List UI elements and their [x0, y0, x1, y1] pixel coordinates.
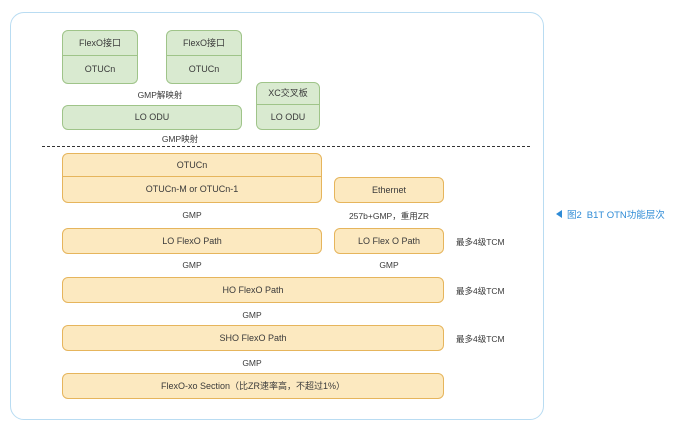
- ho-flexo-path-label: HO FlexO Path: [222, 284, 284, 295]
- lo-odu-box: LO ODU: [62, 105, 242, 130]
- lo-flexo-path-label: LO FlexO Path: [162, 235, 222, 246]
- figure-caption: 图2 B1T OTN功能层次: [556, 207, 665, 221]
- flexo-interface-label-2: FlexO接口: [182, 37, 225, 48]
- otucn-box-2: OTUCn: [166, 56, 242, 84]
- gmp-map-label: GMP映射: [161, 134, 199, 144]
- flexo-interface-box-2: FlexO接口: [166, 30, 242, 56]
- flexo-xo-section-label: FlexO-xo Section（比ZR速率高，不超过1%）: [160, 380, 346, 391]
- otucn-box-1: OTUCn: [62, 56, 138, 84]
- ho-flexo-path-box: HO FlexO Path: [62, 277, 444, 303]
- otucn-m-label: OTUCn-M or OTUCn-1: [145, 184, 239, 195]
- ethernet-box: Ethernet: [334, 177, 444, 203]
- sho-flexo-path-box: SHO FlexO Path: [62, 325, 444, 351]
- otucn-label-2: OTUCn: [188, 64, 220, 75]
- otucn-m-box: OTUCn-M or OTUCn-1: [62, 177, 322, 203]
- caption-text: B1T OTN功能层次: [586, 210, 665, 221]
- gmp-label-4: GMP: [242, 310, 262, 320]
- gmp-label-1: GMP: [182, 210, 202, 220]
- tcm-label-1: 最多4级TCM: [456, 237, 505, 247]
- caption-triangle-icon: [556, 210, 562, 218]
- flexo-xo-section-box: FlexO-xo Section（比ZR速率高，不超过1%）: [62, 373, 444, 399]
- lo-odu-label: LO ODU: [134, 112, 170, 123]
- lo-flex-o-path-box: LO Flex O Path: [334, 228, 444, 254]
- lo-flexo-path-box: LO FlexO Path: [62, 228, 322, 254]
- gmp-label-5: GMP: [242, 358, 262, 368]
- lo-flex-o-path-label: LO Flex O Path: [357, 235, 421, 246]
- gmp-label-2: GMP: [182, 260, 202, 270]
- ethernet-adaptation-label: 257b+GMP，重用ZR: [348, 211, 430, 221]
- flexo-interface-box-1: FlexO接口: [62, 30, 138, 56]
- xc-lo-odu-label: LO ODU: [270, 111, 306, 122]
- sho-flexo-path-label: SHO FlexO Path: [219, 332, 287, 343]
- flexo-interface-label-1: FlexO接口: [78, 37, 121, 48]
- ethernet-label: Ethernet: [371, 184, 407, 195]
- layer-separator: [42, 146, 530, 147]
- xc-lo-odu-box: LO ODU: [256, 105, 320, 130]
- caption-number: 图2: [567, 210, 582, 221]
- otucn-label-1: OTUCn: [84, 64, 116, 75]
- gmp-demap-label: GMP解映射: [137, 90, 183, 100]
- xc-board-box: XC交叉板: [256, 82, 320, 105]
- gmp-label-3: GMP: [379, 260, 399, 270]
- tcm-label-2: 最多4级TCM: [456, 286, 505, 296]
- tcm-label-3: 最多4级TCM: [456, 334, 505, 344]
- xc-board-label: XC交叉板: [268, 88, 308, 99]
- otucn-main-label: OTUCn: [176, 159, 208, 170]
- otucn-box-main: OTUCn: [62, 153, 322, 177]
